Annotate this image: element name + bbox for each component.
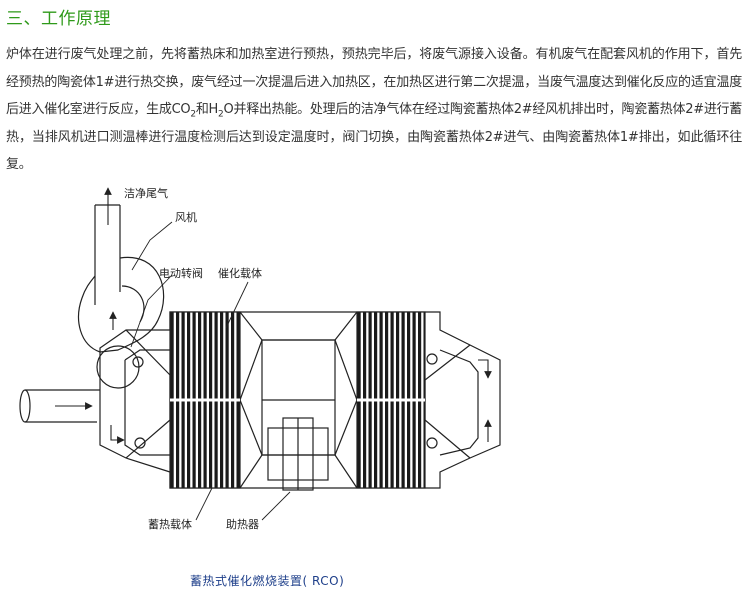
center-left-bevel (239, 339, 263, 456)
paragraph-text-2: 和H (195, 102, 219, 117)
inner-housing (124, 349, 479, 456)
fan-leader (131, 221, 173, 271)
valve-leader (130, 274, 173, 348)
label-heater: 助热器 (226, 517, 259, 531)
section-heading: 三、工作原理 (6, 9, 111, 29)
paragraph-sub-2: 2 (218, 109, 224, 120)
paragraph-text-3: O并释出热能。处理后的洁净气体在经过陶瓷蓄热体2#经风机排出时，陶瓷蓄热体2#进… (6, 102, 743, 172)
label-heat-storage: 蓄热载体 (148, 517, 192, 531)
left-diagonals (125, 329, 171, 459)
figure-caption: 蓄热式催化燃烧装置( RCO) (190, 572, 344, 589)
center-right-bevel (334, 339, 358, 456)
catalyst-leader (225, 281, 249, 329)
left-flow-arrow (110, 425, 125, 444)
right-circle-top (426, 353, 438, 365)
heat-storage-leader (195, 487, 213, 521)
right-flow-arrow-top (478, 359, 492, 379)
paragraph-text-1: 炉体在进行废气处理之前，先将蓄热床和加热室进行预热，预热完毕后，将废气源接入设备… (6, 47, 742, 117)
right-diagonals (424, 344, 471, 459)
center-top-funnel (239, 311, 358, 341)
paragraph-sub-1: 2 (190, 109, 196, 120)
left-circle-bottom (134, 437, 146, 449)
valve-small-circle-left (132, 356, 144, 368)
exhaust-stack (94, 205, 121, 305)
fan-housing (78, 256, 165, 353)
label-catalyst: 催化载体 (218, 266, 262, 280)
fan-outlet (121, 285, 145, 323)
label-clean-exhaust: 洁净尾气 (124, 186, 168, 200)
label-fan: 风机 (175, 210, 197, 224)
valve-circle (96, 345, 140, 389)
label-valve: 电动转阀 (159, 266, 203, 280)
working-principle-paragraph: 炉体在进行废气处理之前，先将蓄热床和加热室进行预热，预热完毕后，将废气源接入设备… (6, 41, 742, 179)
caption-title: 蓄热式催化燃烧装置 (190, 574, 303, 588)
caption-code: ( RCO) (302, 574, 345, 588)
inlet-pipe-end (19, 389, 31, 423)
inlet-pipe (25, 389, 100, 423)
heater-leader (261, 491, 291, 521)
right-circle-bottom (426, 437, 438, 449)
